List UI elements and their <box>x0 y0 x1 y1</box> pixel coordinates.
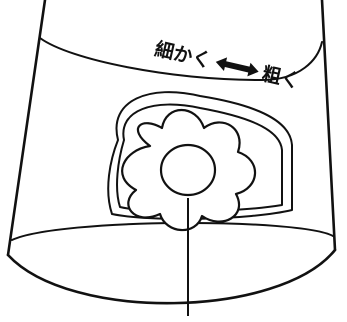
adjustment-window <box>107 91 293 220</box>
fine-label: 細かく <box>153 37 214 72</box>
coarse-label: 粗く <box>260 62 302 93</box>
body-left-edge <box>6 0 47 257</box>
flower-adjustment-knob-icon[interactable] <box>121 109 257 232</box>
body-right-edge <box>320 0 337 252</box>
knob-center <box>159 143 217 197</box>
left-right-arrow-icon <box>215 57 259 77</box>
adjustment-direction-label: 細かく 粗く <box>153 37 302 93</box>
top-cap-curve <box>39 37 323 81</box>
body-bottom-rim <box>6 248 337 305</box>
window-outer-frame <box>107 91 293 220</box>
window-inner-frame <box>116 103 283 213</box>
grinder-body <box>6 0 337 305</box>
